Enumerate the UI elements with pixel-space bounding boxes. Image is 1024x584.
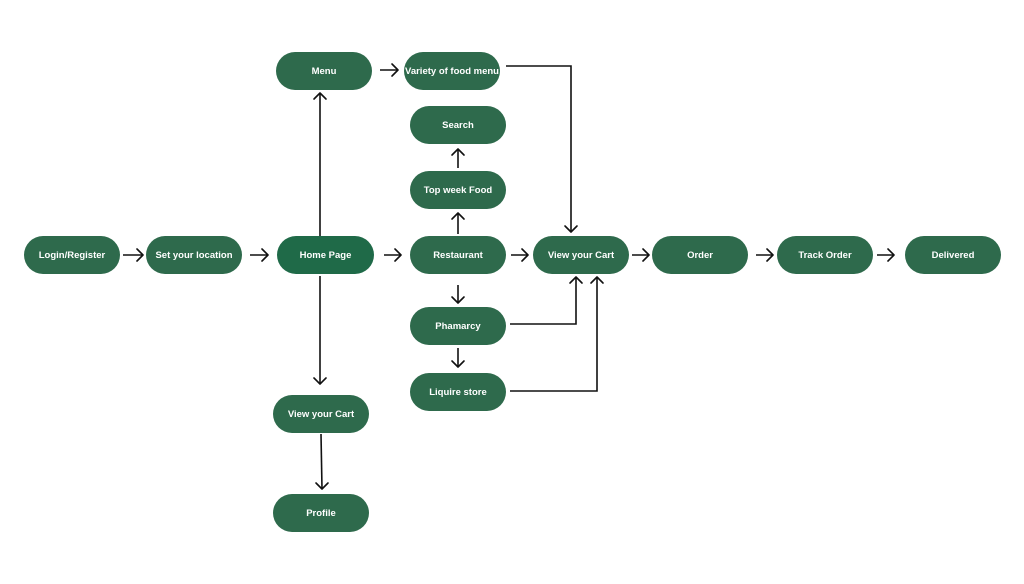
arrow-location-to-home — [250, 248, 269, 262]
liquire-store-node[interactable]: Liquire store — [410, 373, 506, 411]
home-page-node[interactable]: Home Page — [277, 236, 374, 274]
top-week-food-node[interactable]: Top week Food — [410, 171, 506, 209]
arrow-variety-to-cart — [506, 65, 578, 233]
arrowhead — [394, 248, 402, 262]
arrow-restaurant-to-phamarcy — [451, 285, 465, 304]
variety-food-menu-node[interactable]: Variety of food menu — [404, 52, 500, 90]
arrowhead — [451, 296, 465, 304]
arrowhead — [642, 248, 650, 262]
arrowhead — [313, 92, 327, 100]
arrow-restaurant-to-top — [451, 212, 465, 234]
delivered-node[interactable]: Delivered — [905, 236, 1001, 274]
arrow-order-to-track — [756, 248, 774, 262]
arrowhead — [451, 148, 465, 156]
arrow-track-to-delivered — [877, 248, 895, 262]
restaurant-node[interactable]: Restaurant — [410, 236, 506, 274]
arrowhead — [451, 360, 465, 368]
arrow-home-to-menu — [313, 92, 327, 236]
menu-node[interactable]: Menu — [276, 52, 372, 90]
arrowhead — [569, 276, 583, 284]
arrow-restaurant-to-cart — [511, 248, 529, 262]
arrow-viewcart-to-profile — [315, 433, 329, 490]
arrowhead — [766, 248, 774, 262]
view-cart-main-node[interactable]: View your Cart — [533, 236, 629, 274]
arrowhead — [451, 212, 465, 220]
arrowhead — [136, 248, 144, 262]
arrowhead — [887, 248, 895, 262]
set-location-node[interactable]: Set your location — [146, 236, 242, 274]
view-cart-home-node[interactable]: View your Cart — [273, 395, 369, 433]
arrow-phamarcy-to-liquire — [451, 348, 465, 368]
arrow-cart-to-order — [632, 248, 650, 262]
arrowhead — [564, 225, 578, 233]
track-order-node[interactable]: Track Order — [777, 236, 873, 274]
arrowhead — [261, 248, 269, 262]
arrowhead — [391, 63, 399, 77]
arrow-home-to-restaurant — [384, 248, 402, 262]
arrow-home-to-viewcart — [313, 276, 327, 385]
arrow-liquire-to-cart — [510, 276, 604, 392]
order-node[interactable]: Order — [652, 236, 748, 274]
arrow-phamarcy-to-cart — [510, 276, 583, 325]
arrowhead — [313, 377, 327, 385]
arrowhead — [315, 482, 329, 490]
arrow-top-to-search — [451, 148, 465, 168]
arrow-login-to-location — [123, 248, 144, 262]
login-register-node[interactable]: Login/Register — [24, 236, 120, 274]
profile-node[interactable]: Profile — [273, 494, 369, 532]
arrow-menu-to-variety — [380, 63, 399, 77]
arrowhead — [590, 276, 604, 284]
phamarcy-node[interactable]: Phamarcy — [410, 307, 506, 345]
arrowhead — [521, 248, 529, 262]
search-node[interactable]: Search — [410, 106, 506, 144]
